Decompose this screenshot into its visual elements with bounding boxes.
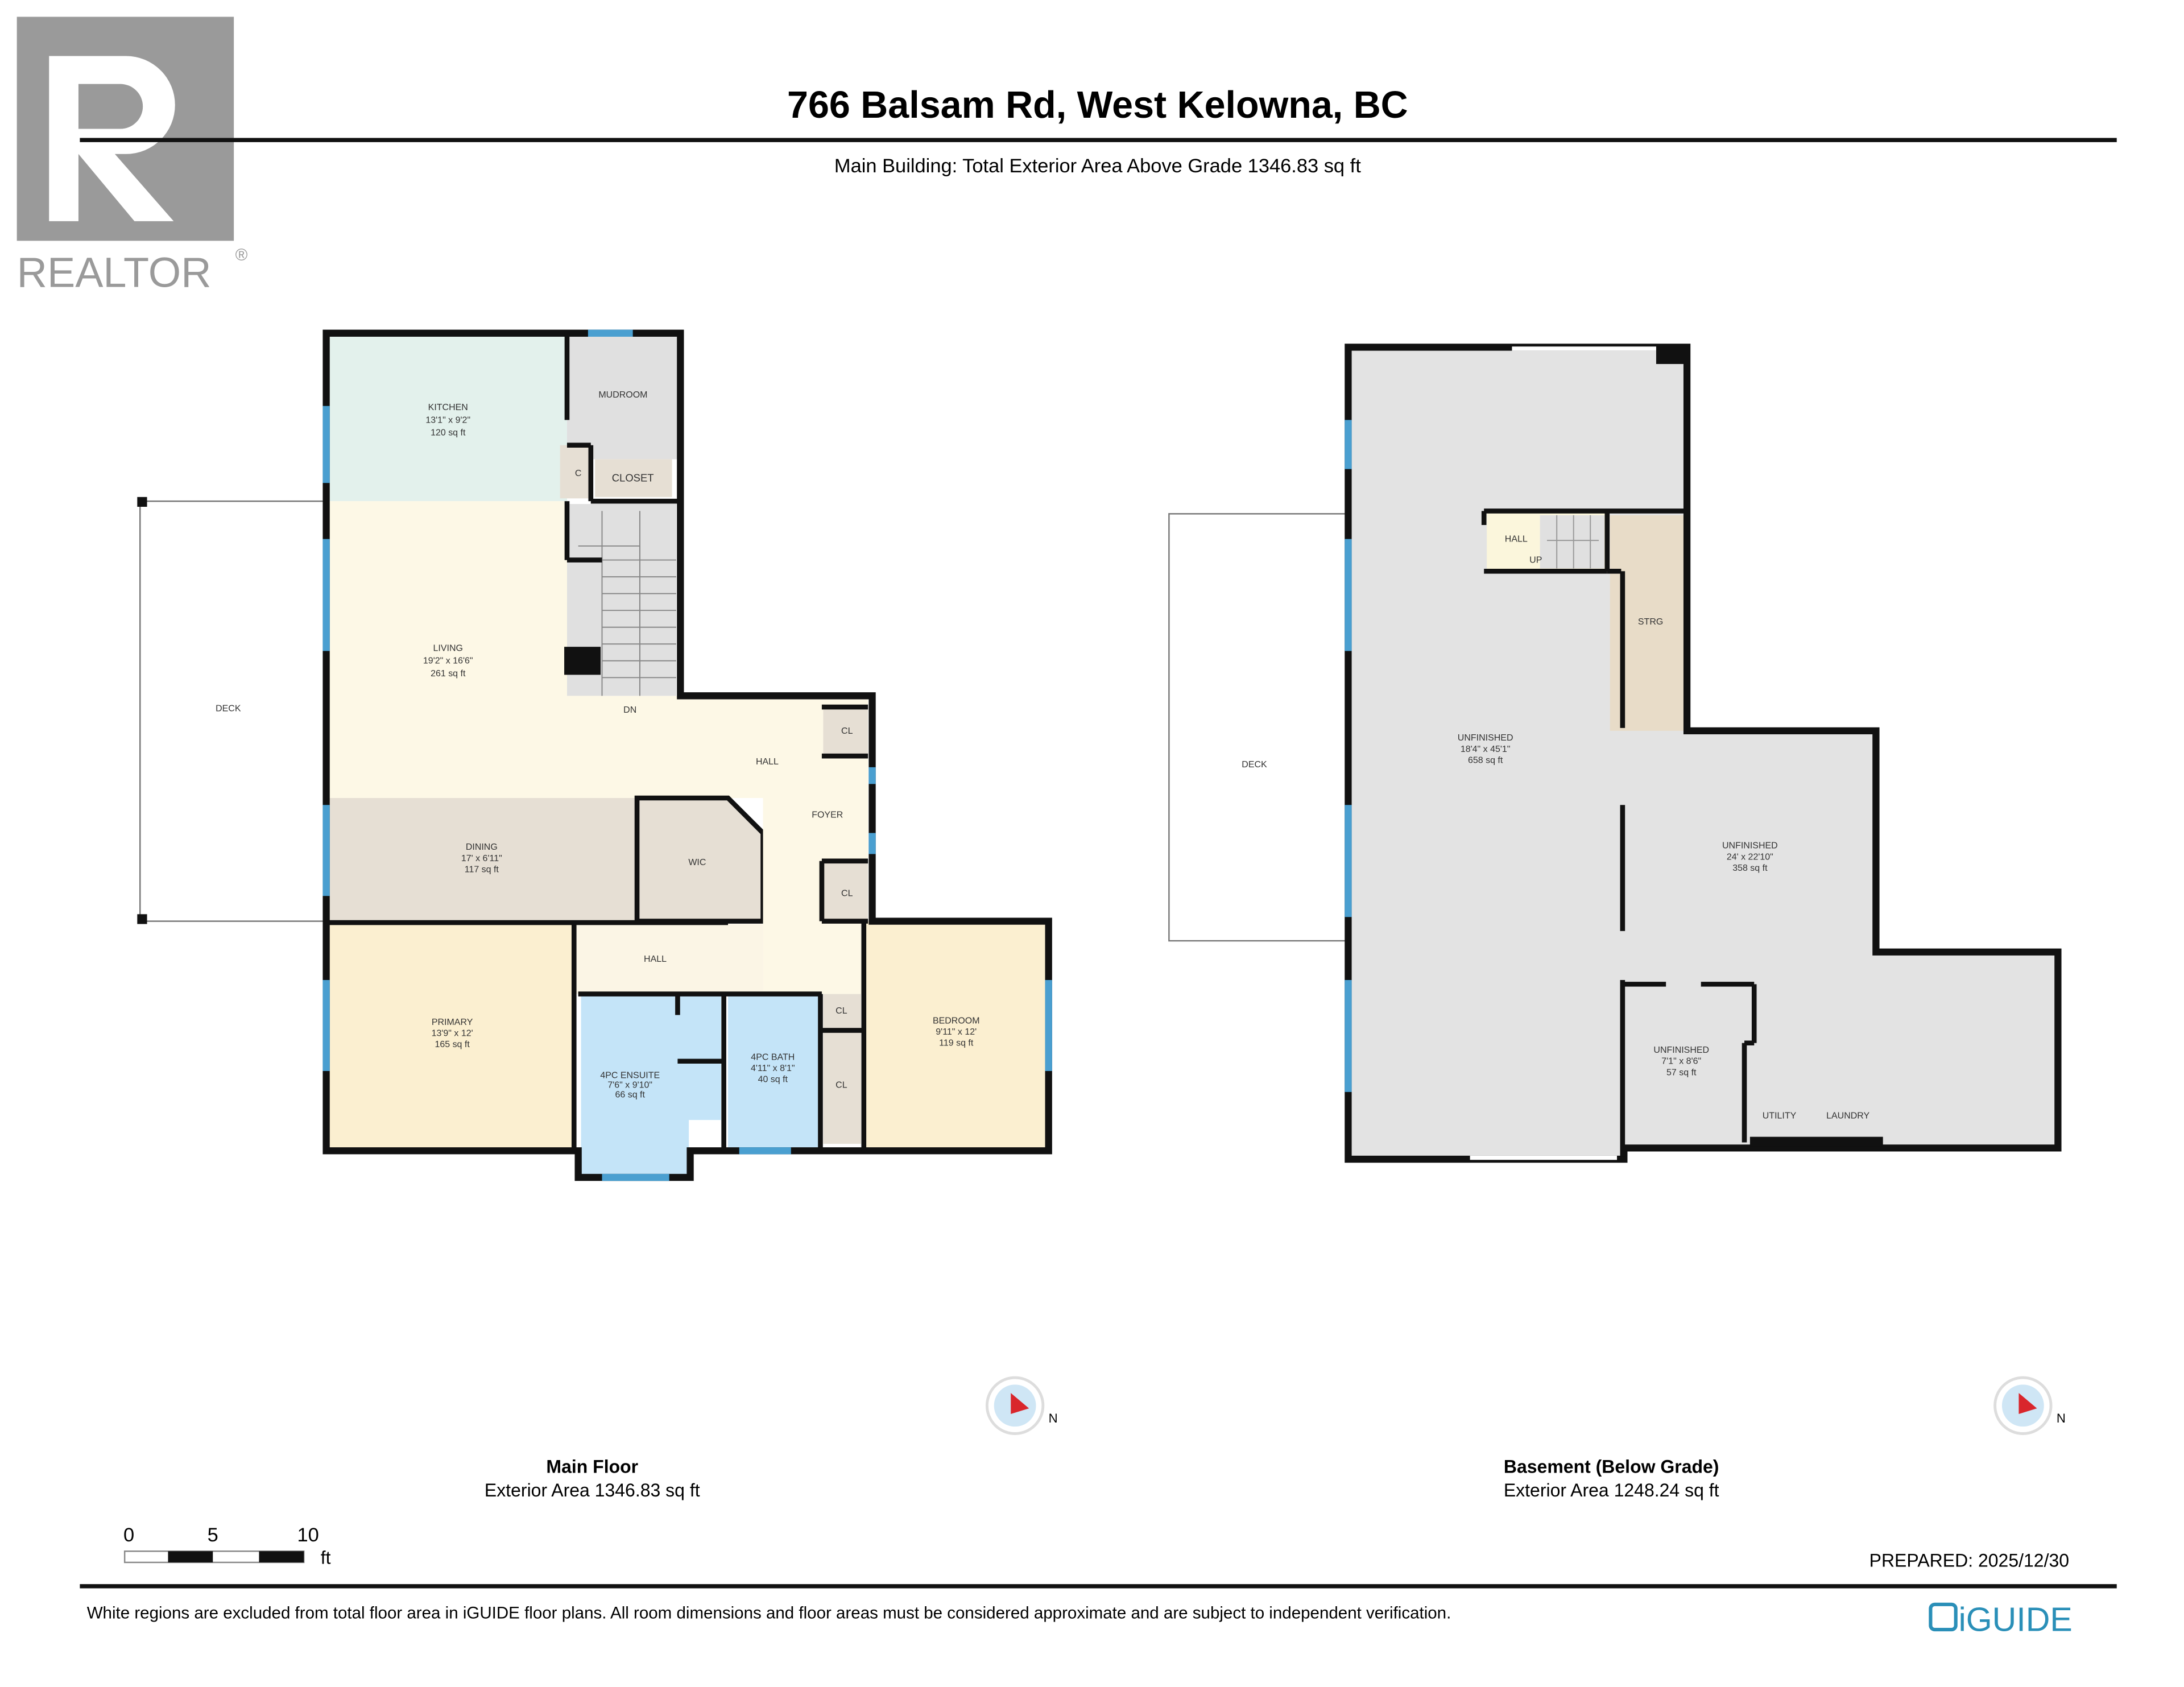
svg-text:0: 0 — [123, 1524, 134, 1546]
page-title: 766 Balsam Rd, West Kelowna, BC — [787, 84, 1408, 126]
realtor-wordmark: REALTOR — [17, 249, 212, 296]
room-cl3 — [823, 994, 861, 1029]
compass-icon: N — [1993, 1376, 2066, 1435]
basement-label: Basement (Below Grade) — [1504, 1456, 1719, 1477]
room-label: DN — [623, 705, 636, 715]
room-label: LAUNDRY — [1826, 1111, 1869, 1121]
room-area: 117 sq ft — [465, 865, 499, 874]
room-dims: 19'2" x 16'6" — [423, 656, 473, 666]
room-label: HALL — [644, 954, 667, 964]
room-dims: 17' x 6'11" — [461, 854, 502, 863]
main-exterior-walls — [322, 329, 1052, 1181]
svg-text:N: N — [1049, 1411, 1058, 1425]
room-label: 4PC BATH — [751, 1052, 795, 1062]
room-label: CLOSET — [612, 472, 654, 484]
room-unfinished-main — [1348, 347, 2058, 1160]
room-label: CL — [835, 1081, 847, 1090]
room-area: 658 sq ft — [1468, 755, 1503, 765]
room-label: CL — [841, 888, 853, 898]
room-label: 4PC ENSUITE — [600, 1070, 660, 1080]
room-label: DECK — [216, 704, 241, 713]
room-label: LIVING — [433, 644, 463, 654]
room-dims: 13'1" x 9'2" — [425, 415, 470, 425]
svg-text:5: 5 — [208, 1524, 218, 1546]
room-label: WIC — [688, 858, 706, 867]
room-label: UTILITY — [1763, 1111, 1797, 1121]
iguide-logo: iGUIDE — [1929, 1601, 2073, 1639]
svg-text:iGUIDE: iGUIDE — [1959, 1601, 2073, 1639]
svg-text:®: ® — [235, 246, 248, 264]
room-mudroom — [566, 336, 679, 460]
compass-icon: N — [985, 1376, 1058, 1435]
room-label: STRG — [1638, 617, 1663, 627]
room-area: 57 sq ft — [1666, 1068, 1697, 1077]
room-dims: 4'11" x 8'1" — [751, 1064, 795, 1073]
room-dims: 9'11" x 12' — [936, 1027, 977, 1037]
page-subtitle: Main Building: Total Exterior Area Above… — [834, 155, 1361, 177]
room-label: FOYER — [812, 810, 843, 820]
room-kitchen — [329, 336, 567, 502]
basement-area: Exterior Area 1248.24 sq ft — [1504, 1480, 1719, 1500]
room-ensuite — [581, 994, 721, 1176]
room-dims: 13'9" x 12' — [432, 1028, 473, 1038]
room-label: CL — [841, 726, 853, 736]
room-primary — [329, 924, 574, 1148]
room-label: DECK — [1242, 760, 1267, 770]
room-bedroom — [865, 921, 1048, 1148]
room-dims: 7'6" x 9'10" — [607, 1081, 652, 1090]
room-label: HALL — [756, 757, 779, 767]
room-label: KITCHEN — [428, 403, 468, 412]
room-label: UP — [1529, 555, 1542, 565]
room-area: 261 sq ft — [431, 669, 466, 679]
disclaimer: White regions are excluded from total fl… — [87, 1603, 1451, 1622]
room-hall-lower — [574, 924, 763, 994]
room-area: 40 sq ft — [758, 1075, 788, 1085]
room-label: PRIMARY — [432, 1018, 473, 1027]
room-bath — [728, 994, 820, 1148]
room-c — [560, 445, 591, 499]
room-dims: 18'4" x 45'1" — [1461, 745, 1511, 754]
room-area: 119 sq ft — [939, 1039, 974, 1048]
svg-text:ft: ft — [321, 1547, 331, 1568]
room-area: 358 sq ft — [1732, 863, 1768, 873]
main-floor-label: Main Floor — [546, 1456, 638, 1477]
realtor-logo: REALTOR ® — [16, 16, 248, 296]
scale-bar: 0 5 10 ft — [123, 1524, 331, 1568]
room-area: 165 sq ft — [435, 1040, 470, 1049]
stairs — [1540, 515, 1604, 569]
room-area: 120 sq ft — [431, 428, 466, 437]
room-label: BEDROOM — [933, 1016, 980, 1026]
room-cl4 — [823, 1032, 861, 1144]
svg-text:10: 10 — [297, 1524, 318, 1546]
room-cl1 — [823, 707, 868, 756]
room-closet — [595, 459, 672, 497]
deck-outline — [1168, 513, 1349, 942]
basement-plan: DECK HALL UP STRG UNFINISHED 18'4" x 45'… — [1168, 344, 2062, 1163]
room-label: UNFINISHED — [1653, 1045, 1709, 1055]
prepared-date: PREPARED: 2025/12/30 — [1869, 1550, 2069, 1570]
room-area: 66 sq ft — [615, 1090, 646, 1100]
room-label: HALL — [1505, 535, 1528, 544]
room-cl2 — [823, 861, 868, 921]
room-label: UNFINISHED — [1722, 841, 1778, 851]
room-label: UNFINISHED — [1458, 733, 1513, 743]
main-floor-area: Exterior Area 1346.83 sq ft — [485, 1480, 700, 1500]
room-label: CL — [835, 1006, 847, 1016]
svg-text:N: N — [2057, 1411, 2066, 1425]
room-dims: 7'1" x 8'6" — [1661, 1057, 1701, 1066]
room-label: C — [575, 469, 582, 478]
room-dining — [329, 798, 638, 921]
room-label: MUDROOM — [598, 390, 647, 400]
room-dims: 24' x 22'10" — [1727, 852, 1773, 862]
room-label: DINING — [466, 842, 498, 852]
main-floor-plan: DECK — [137, 329, 1052, 1181]
